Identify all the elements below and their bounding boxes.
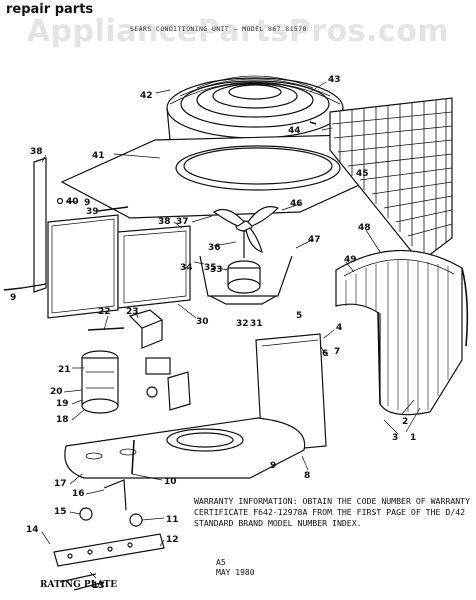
callout-5: 5 (296, 311, 302, 321)
callout-49: 49 (344, 255, 357, 265)
left-side-panel[interactable] (21, 157, 129, 319)
revision-month: MAY 1980 (216, 567, 255, 577)
callout-30: 30 (196, 317, 209, 327)
callout-18: 18 (56, 415, 69, 425)
callout-16: 16 (72, 489, 85, 499)
watermark: AppliancePartsPros.com (26, 14, 450, 49)
callout-35: 35 (204, 263, 217, 273)
callout-20: 20 (50, 387, 63, 397)
callout-42: 42 (140, 91, 153, 101)
callout-46: 46 (290, 199, 303, 209)
callout-44: 44 (288, 126, 301, 136)
callout-34: 34 (180, 263, 193, 273)
rating-plate-label: RATING PLATE (40, 580, 118, 590)
terminal-block[interactable] (53, 533, 165, 591)
callout-9a: 9 (84, 198, 90, 208)
callout-41: 41 (92, 151, 105, 161)
callout-31: 31 (250, 319, 263, 329)
callout-2: 2 (402, 417, 408, 427)
callout-14: 14 (26, 525, 39, 535)
callout-39: 39 (86, 207, 99, 217)
callout-21: 21 (58, 365, 71, 375)
callout-45: 45 (356, 169, 369, 179)
top-cover-panel[interactable] (60, 134, 376, 219)
callout-10: 10 (164, 477, 177, 487)
callout-38a: 38 (30, 147, 43, 157)
callout-3: 3 (392, 433, 398, 443)
revision-date: A5 MAY 1980 (216, 558, 255, 577)
fan-motor[interactable] (199, 255, 293, 305)
callout-9c: 9 (270, 461, 276, 471)
condenser-coil[interactable] (335, 249, 469, 416)
callout-40: 40 (66, 197, 79, 207)
fan-blade-assembly[interactable] (212, 206, 280, 258)
coil-guard-grid[interactable] (329, 97, 453, 263)
callout-38b: 38 (158, 217, 171, 227)
callout-32: 32 (236, 319, 249, 329)
callout-15: 15 (54, 507, 67, 517)
callout-23: 23 (126, 307, 139, 317)
compressor[interactable] (81, 350, 119, 414)
callout-7: 7 (334, 347, 340, 357)
callout-9b: 9 (10, 293, 16, 303)
callout-48: 48 (358, 223, 371, 233)
callout-33: 33 (210, 265, 223, 275)
callout-43: 43 (328, 75, 341, 85)
model-subtitle: SEARS CONDITIONING UNIT — MODEL 867.8157… (130, 25, 307, 33)
callout-19: 19 (56, 399, 69, 409)
callout-8: 8 (304, 471, 310, 481)
callout-17: 17 (54, 479, 67, 489)
revision-code: A5 (216, 558, 226, 567)
callout-36: 36 (208, 243, 221, 253)
fan-guard-grille[interactable] (166, 75, 344, 141)
callout-22: 22 (98, 307, 111, 317)
service-valves[interactable] (79, 479, 143, 527)
control-box-panel[interactable] (117, 225, 191, 309)
callout-11: 11 (166, 515, 179, 525)
callout-6: 6 (322, 349, 328, 359)
base-pan[interactable] (64, 417, 306, 479)
capacitor-contactor[interactable] (87, 309, 191, 411)
callout-12: 12 (166, 535, 179, 545)
page-title: repair parts (6, 2, 94, 17)
callout-labels: 1 2 3 4 5 6 7 8 9 9 9 10 11 12 13 14 15 … (10, 75, 416, 591)
warranty-information: WARRANTY INFORMATION: OBTAIN THE CODE NU… (194, 496, 475, 528)
callout-37: 37 (176, 217, 189, 227)
callout-13: 13 (92, 581, 105, 591)
callout-47: 47 (308, 235, 321, 245)
callout-4: 4 (336, 323, 342, 333)
callout-1: 1 (410, 433, 416, 443)
